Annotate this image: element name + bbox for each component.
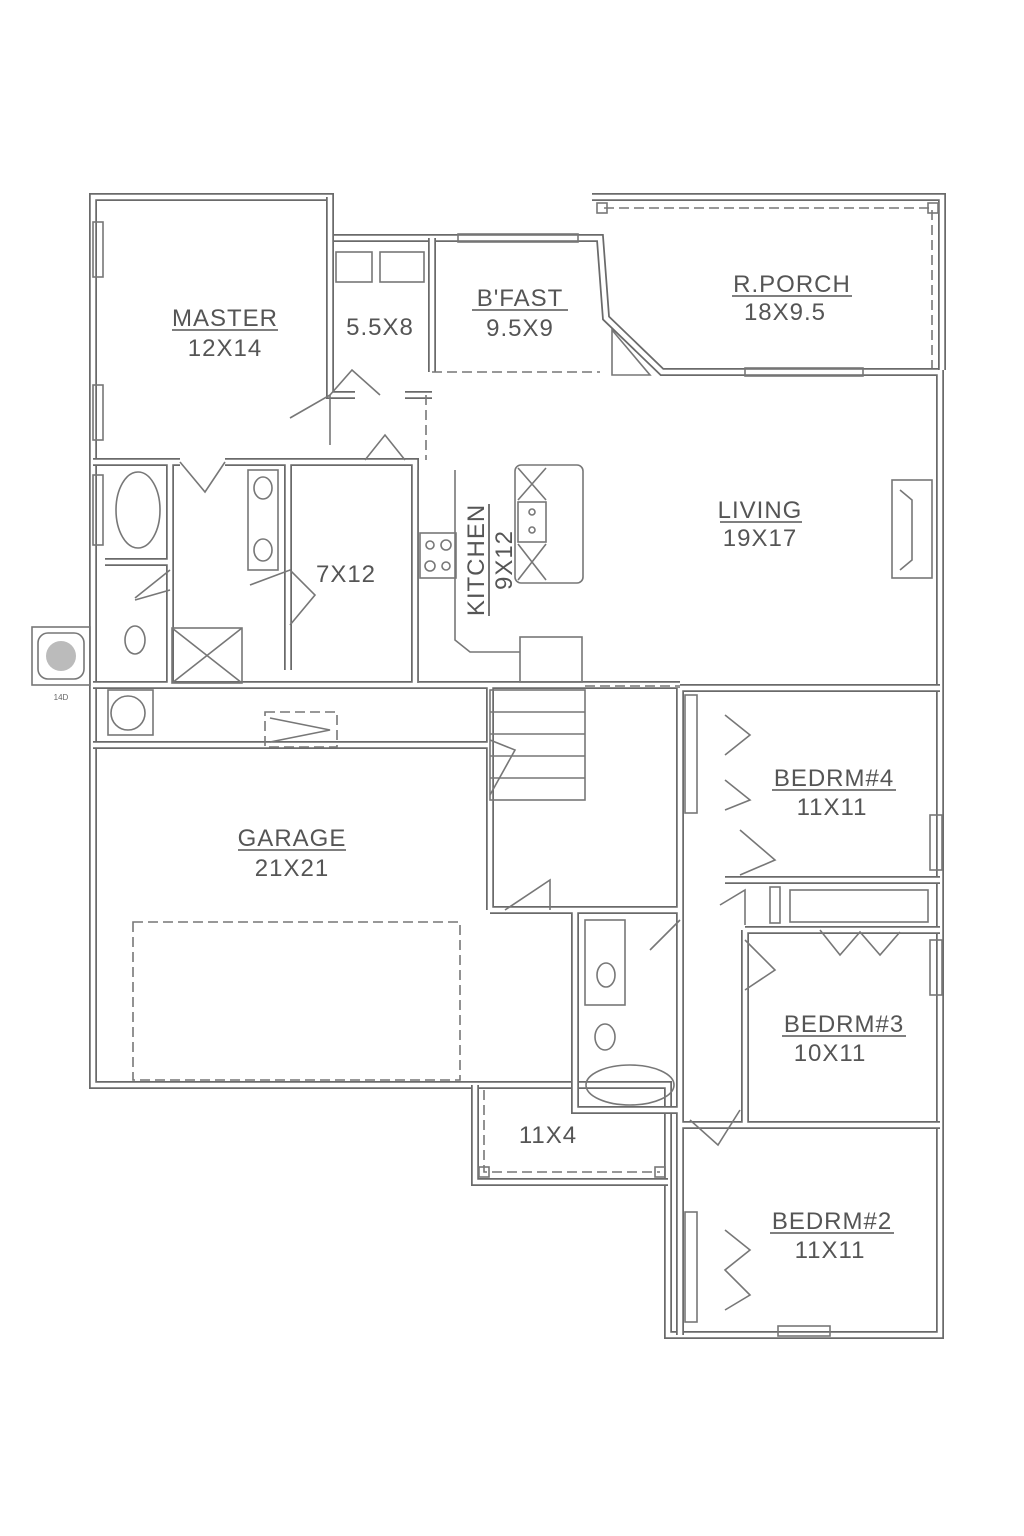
refrigerator (519, 636, 583, 683)
fixtures (107, 251, 933, 1323)
room-size-garage: 21X21 (255, 855, 329, 882)
room-size-living: 19X17 (723, 525, 797, 552)
room-size-bfast: 9.5X9 (486, 315, 554, 342)
room-size-kitchen: 9X12 (491, 530, 518, 590)
attic-stair (264, 711, 338, 748)
water-heater (107, 689, 154, 736)
room-name-rear-porch: R.PORCH (733, 271, 851, 298)
hvac-unit: 14D (31, 626, 91, 702)
front-porch-outline (471, 1085, 668, 1186)
kitchen-sink (517, 501, 547, 543)
room-name-master: MASTER (172, 305, 278, 332)
room-name-bedroom3: BEDRM#3 (784, 1011, 904, 1038)
room-size-bedroom4: 11X11 (797, 794, 868, 821)
room-size-front-porch: 11X4 (519, 1122, 577, 1149)
room-size-closet-master: 5.5X8 (346, 314, 414, 341)
washer (335, 251, 373, 283)
room-name-living: LIVING (718, 497, 803, 524)
stove (419, 532, 457, 579)
room-labels: MASTER 12X14 5.5X8 B'FAST 9.5X9 R.PORCH … (172, 271, 906, 1264)
room-size-bedroom2: 11X11 (795, 1237, 866, 1264)
bathtub-hall (585, 1064, 675, 1106)
room-name-bedroom2: BEDRM#2 (772, 1208, 892, 1235)
room-size-rear-porch: 18X9.5 (744, 299, 826, 326)
hvac-label: 14D (54, 693, 69, 702)
interior-walls (93, 197, 940, 1335)
windows (92, 221, 943, 1337)
doors (134, 327, 901, 1311)
toilet-hall (594, 1023, 616, 1051)
room-size-walkin-closet: 7X12 (316, 561, 376, 588)
bathtub-master (115, 471, 161, 549)
kitchen-island (514, 464, 584, 584)
room-size-master: 12X14 (188, 335, 262, 362)
dryer (379, 251, 425, 283)
room-name-kitchen: KITCHEN (463, 504, 490, 616)
toilet-master (124, 625, 146, 655)
garage-door (132, 921, 461, 1081)
room-name-bedroom4: BEDRM#4 (774, 765, 894, 792)
stairs (489, 689, 586, 801)
room-name-garage: GARAGE (238, 825, 347, 852)
shower (171, 627, 243, 684)
rear-porch-outline (592, 193, 946, 370)
fireplace (891, 479, 933, 579)
room-name-bfast: B'FAST (477, 285, 564, 312)
room-size-bedroom3: 10X11 (794, 1040, 867, 1067)
